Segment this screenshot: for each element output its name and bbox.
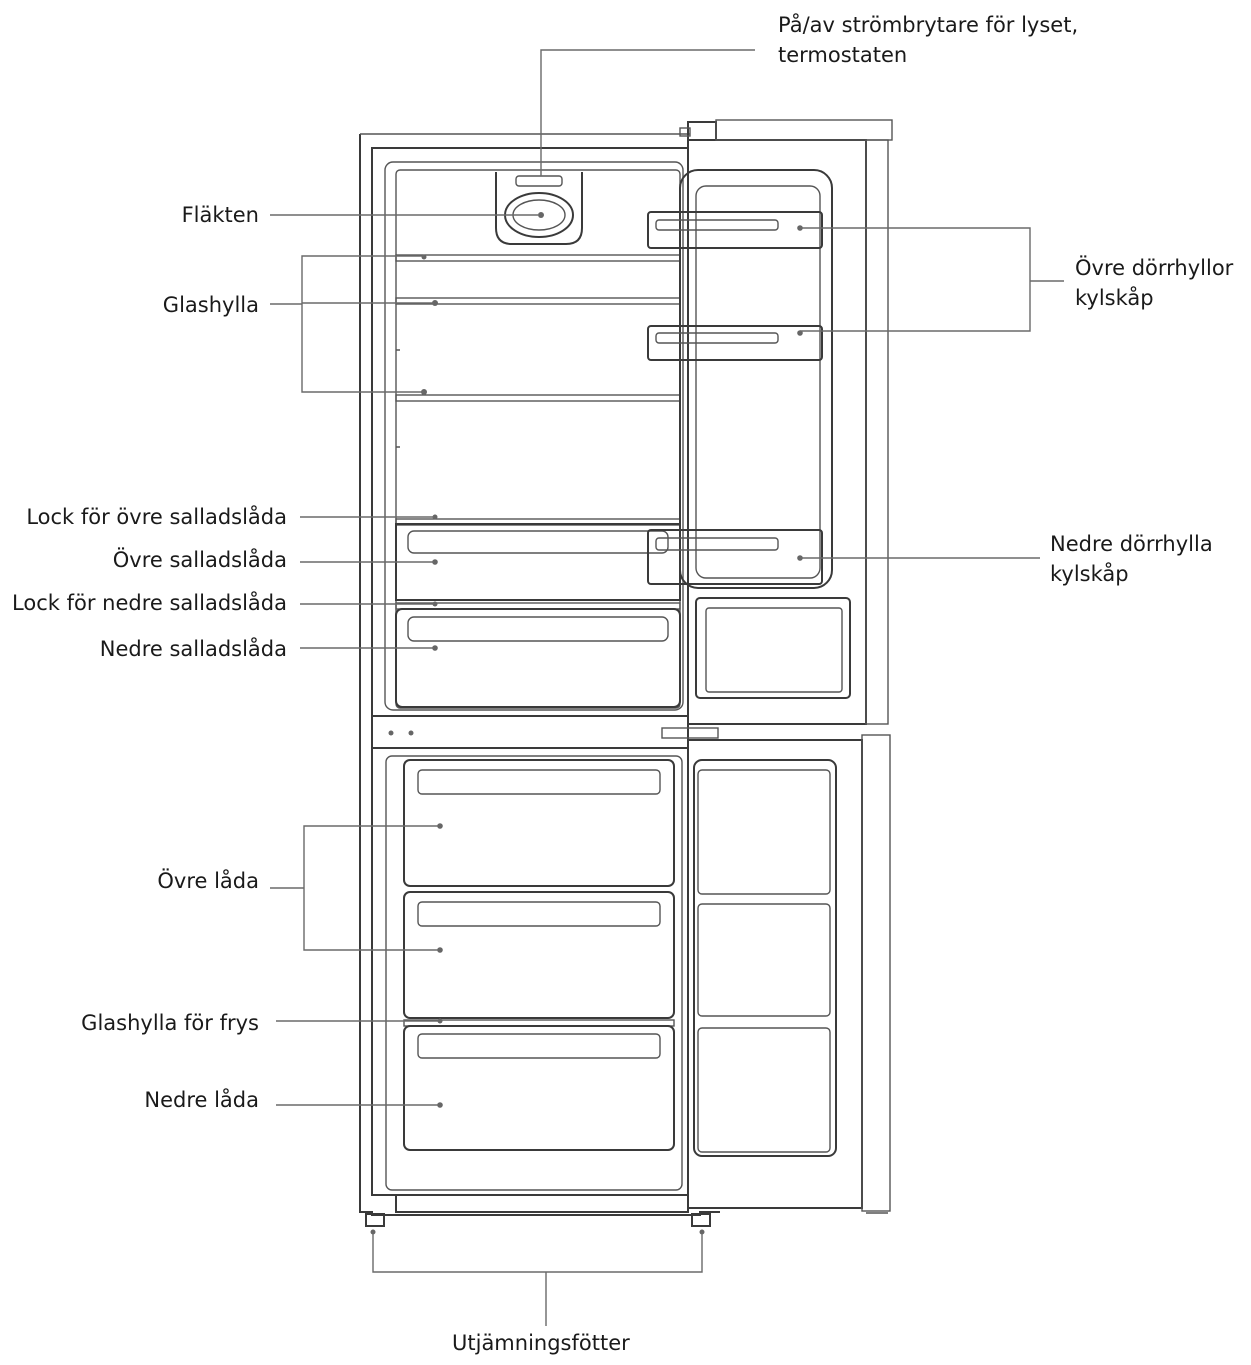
freezer-compartment bbox=[371, 747, 689, 1213]
fridge-glass-shelves bbox=[395, 254, 681, 448]
label-lid-upper-crisper: Lock för övre salladslåda bbox=[26, 505, 287, 529]
label-upper-door-shelves-line1: Övre dörrhyllor bbox=[1075, 256, 1234, 280]
crisper-drawers bbox=[395, 514, 681, 708]
fridge-body bbox=[359, 133, 720, 1216]
label-freezer-glass-shelf: Glashylla för frys bbox=[81, 1011, 259, 1035]
divider bbox=[371, 715, 689, 749]
label-switch-line2: termostaten bbox=[778, 43, 908, 67]
fan-housing bbox=[495, 172, 583, 245]
label-upper-door-shelves-line2: kylskåp bbox=[1075, 286, 1154, 310]
label-switch-line1: På/av strömbrytare för lyset, bbox=[778, 13, 1079, 37]
leader-lines bbox=[270, 49, 1064, 1326]
label-lower-door-shelf-line2: kylskåp bbox=[1050, 562, 1129, 586]
label-upper-drawer: Övre låda bbox=[157, 869, 259, 893]
label-lower-door-shelf-line1: Nedre dörrhylla bbox=[1050, 532, 1213, 556]
label-fan: Fläkten bbox=[181, 203, 259, 227]
label-lid-lower-crisper: Lock för nedre salladslåda bbox=[12, 591, 287, 615]
label-lower-drawer: Nedre låda bbox=[144, 1088, 259, 1112]
label-upper-crisper: Övre salladslåda bbox=[112, 548, 287, 572]
label-lower-crisper: Nedre salladslåda bbox=[99, 637, 287, 661]
leveling-feet-drawing bbox=[365, 1213, 711, 1235]
label-glass-shelf: Glashylla bbox=[162, 293, 259, 317]
label-leveling-feet: Utjämningsfötter bbox=[452, 1331, 630, 1355]
fridge-door bbox=[647, 119, 893, 725]
freezer-door bbox=[661, 727, 891, 1214]
